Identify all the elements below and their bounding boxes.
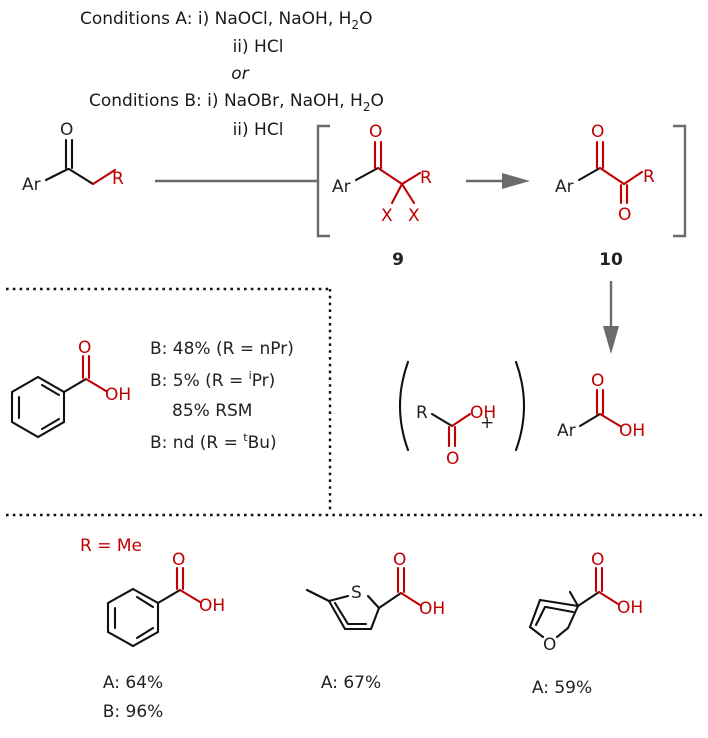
side-benzoic-acid: O OH: [10, 338, 131, 439]
starting-ketone: Ar O R: [22, 120, 124, 195]
compound-number-10: 10: [599, 250, 623, 270]
int10-ar-label: Ar: [555, 177, 574, 197]
side-result-npr: B: 48% (R = nPr): [150, 339, 294, 359]
intermediate-10: Ar O O R 10: [555, 122, 655, 270]
side-acid-oh-label: OH: [105, 385, 131, 405]
int9-oxygen-label: O: [369, 122, 382, 142]
conditions-a-line1: Conditions A: i) NaOCl, NaOH, H2O: [80, 9, 372, 32]
int9-x-label-left: X: [381, 206, 393, 226]
products: R OH O + Ar O OH: [398, 360, 645, 469]
scope3-oxygen-ring-label: O: [543, 635, 556, 655]
int10-oxygen-bottom-label: O: [618, 205, 631, 225]
scope3-yield-a: A: 59%: [532, 678, 592, 698]
prod-arcooh-oxygen-label: O: [591, 371, 604, 391]
int10-oxygen-top-label: O: [591, 122, 604, 142]
paren-right: [514, 360, 526, 452]
prod-arcooh-ar-label: Ar: [557, 421, 576, 441]
scope1-oxygen-label: O: [172, 550, 185, 570]
conditions-or: or: [231, 64, 249, 84]
scope2-sulfur-label: S: [351, 583, 362, 603]
prod-rcooh-oxygen-label: O: [446, 449, 459, 469]
side-result-tbu: B: nd (R = tBu): [150, 431, 277, 453]
conditions-block: Conditions A: i) NaOCl, NaOH, H2O ii) HC…: [80, 9, 384, 140]
scope-product-furoic-acid: O O OH A: 59%: [528, 550, 643, 698]
bracket-left: [316, 124, 330, 238]
side-result-rsm: 85% RSM: [172, 401, 252, 421]
conditions-b-line2: ii) HCl: [233, 120, 284, 140]
int9-ar-label: Ar: [332, 177, 351, 197]
int9-r-label: R: [420, 168, 432, 188]
side-acid-oxygen-label: O: [78, 338, 91, 358]
plus-sign: +: [480, 413, 494, 433]
paren-left: [398, 360, 410, 452]
ketone-oxygen-label: O: [60, 120, 73, 140]
scope-product-methylthiophene-acid: S O OH A: 67%: [305, 550, 445, 693]
arrowhead-9-to-10: [502, 173, 530, 189]
conditions-b-line1: Conditions B: i) NaOBr, NaOH, H2O: [89, 91, 384, 114]
scope-r-label: R = Me: [80, 536, 142, 556]
prod-arcooh-oh-label: OH: [619, 421, 645, 441]
intermediate-9: Ar O R X X 9: [332, 122, 432, 270]
scope2-oxygen-label: O: [393, 550, 406, 570]
bracket-right: [673, 124, 687, 238]
scope-product-benzoic-acid: O OH A: 64% B: 96%: [103, 550, 225, 722]
scope1-yield-a: A: 64%: [103, 673, 163, 693]
int9-x-label-right: X: [408, 206, 420, 226]
side-result-ipr: B: 5% (R = iPr): [150, 369, 275, 391]
scope2-oh-label: OH: [419, 599, 445, 619]
scope3-oh-label: OH: [617, 598, 643, 618]
conditions-a-line2: ii) HCl: [233, 37, 284, 57]
scope1-yield-b: B: 96%: [103, 702, 164, 722]
ketone-ar-label: Ar: [22, 175, 41, 195]
compound-number-9: 9: [392, 250, 404, 270]
ketone-r-label: R: [112, 169, 124, 189]
scope3-oxygen-label: O: [591, 550, 604, 570]
scope2-yield-a: A: 67%: [321, 673, 381, 693]
arrowhead-down: [603, 326, 619, 354]
int10-r-label: R: [643, 167, 655, 187]
prod-rcooh-oh-label: OH: [470, 403, 496, 423]
scope1-oh-label: OH: [199, 596, 225, 616]
side-results: B: 48% (R = nPr) B: 5% (R = iPr) 85% RSM…: [150, 339, 294, 453]
prod-rcooh-r-label: R: [416, 403, 428, 423]
